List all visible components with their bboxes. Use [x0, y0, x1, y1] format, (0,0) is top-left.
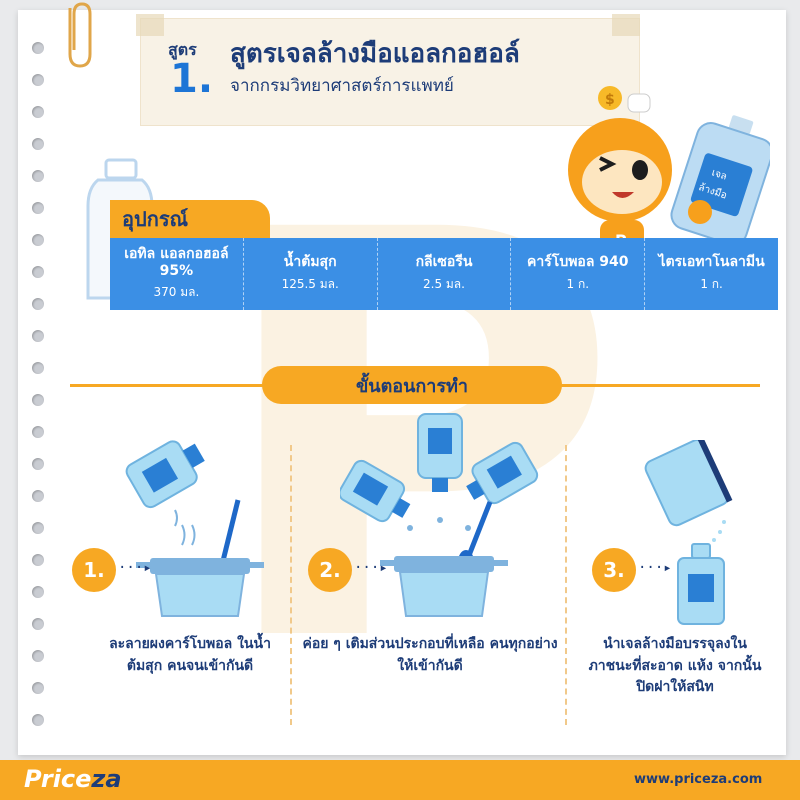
equipment-name: คาร์โบพอล 940	[527, 254, 629, 271]
equipment-name: น้ำต้มสุก	[283, 254, 337, 271]
binder-hole	[32, 714, 44, 726]
binder-hole	[32, 106, 44, 118]
equipment-item: คาร์โบพอล 940 1 ก.	[511, 238, 646, 310]
arrow-icon: ···▸	[118, 560, 152, 576]
step-divider	[290, 445, 292, 725]
equipment-name: ไตรเอทาโนลามีน	[658, 254, 765, 271]
binder-hole	[32, 330, 44, 342]
page-title: สูตรเจลล้างมือแอลกอฮอล์	[230, 39, 520, 69]
pot-icon	[380, 556, 508, 617]
pot-icon	[136, 558, 264, 617]
formula-number: 1.	[170, 56, 214, 102]
svg-text:เจล: เจล	[710, 167, 728, 182]
binder-hole	[32, 650, 44, 662]
step-1-text: ละลายผงคาร์โบพอล ในน้ำต้มสุก คนจนเข้ากัน…	[109, 636, 271, 674]
binder-hole	[32, 426, 44, 438]
equipment-qty: 2.5 มล.	[423, 276, 465, 291]
binder-hole	[32, 202, 44, 214]
tape-right	[612, 14, 640, 36]
logo-accent: za	[91, 765, 122, 793]
binder-hole	[32, 234, 44, 246]
binder-hole	[32, 42, 44, 54]
equipment-qty: 1 ก.	[566, 276, 590, 291]
binder-hole	[32, 522, 44, 534]
step2-illustration	[340, 413, 539, 617]
pouring-bottle-icon	[644, 440, 733, 527]
svg-text:$: $	[605, 92, 615, 108]
arrow-icon: ···▸	[354, 560, 388, 576]
equipment-title: อุปกรณ์	[122, 207, 189, 231]
page-subtitle: จากกรมวิทยาศาสตร์การแพทย์	[230, 76, 454, 96]
binder-hole	[32, 458, 44, 470]
binder-hole	[32, 682, 44, 694]
pouring-bottle-icon	[125, 440, 205, 509]
binder-hole	[32, 586, 44, 598]
formula-label: สูตร	[168, 40, 197, 59]
binder-hole	[32, 394, 44, 406]
binder-hole	[32, 298, 44, 310]
header-card	[140, 18, 640, 126]
tape-left	[136, 14, 164, 36]
paperclip-icon	[68, 2, 92, 68]
equipment-tab	[110, 200, 270, 238]
steps-title: ขั้นตอนการทำ	[262, 366, 562, 404]
equipment-qty: 1 ก.	[700, 276, 723, 291]
pump-bottle-icon	[677, 543, 725, 625]
equipment-item: กลีเซอรีน 2.5 มล.	[378, 238, 512, 310]
step-divider	[565, 445, 567, 725]
equipment-name: เอทิล แอลกอฮอล์ 95%	[124, 246, 229, 279]
equipment-name: กลีเซอรีน	[415, 254, 473, 271]
binder-hole	[32, 554, 44, 566]
mascot-icon: $ P เจล ล้างมือ	[568, 86, 770, 260]
pouring-bottle-icon	[466, 441, 539, 505]
step3-illustration	[644, 440, 733, 625]
arrow-icon: ···▸	[638, 560, 672, 576]
step-number-1: 1.	[72, 548, 116, 592]
binder-hole	[32, 266, 44, 278]
binder-hole	[32, 618, 44, 630]
step-3-text: นำเจลล้างมือบรรจุลงใน ภาชนะที่สะอาด แห้ง…	[588, 636, 762, 696]
equipment-item: น้ำต้มสุก 125.5 มล.	[244, 238, 378, 310]
website-link[interactable]: www.priceza.com	[634, 772, 763, 787]
step-number-2: 2.	[308, 548, 352, 592]
pouring-bottle-icon	[340, 459, 411, 523]
binder-hole	[32, 138, 44, 150]
step-2-text: ค่อย ๆ เติมส่วนประกอบที่เหลือ คนทุกอย่าง…	[302, 636, 558, 674]
step1-illustration	[125, 440, 264, 617]
binder-hole	[32, 490, 44, 502]
equipment-qty: 125.5 มล.	[281, 276, 339, 291]
equipment-item: ไตรเอทาโนลามีน 1 ก.	[645, 238, 778, 310]
binder-hole	[32, 362, 44, 374]
priceza-logo[interactable]: Priceza	[24, 765, 122, 793]
binder-hole	[32, 74, 44, 86]
step-number-3: 3.	[592, 548, 636, 592]
equipment-list: เอทิล แอลกอฮอล์ 95% 370 มล. น้ำต้มสุก 12…	[110, 238, 778, 310]
equipment-qty: 370 มล.	[153, 284, 200, 299]
logo-main: Price	[24, 765, 92, 793]
binder-hole	[32, 170, 44, 182]
pouring-bottle-icon	[417, 413, 463, 492]
equipment-item: เอทิล แอลกอฮอล์ 95% 370 มล.	[110, 238, 244, 310]
footer-bar	[0, 760, 800, 800]
